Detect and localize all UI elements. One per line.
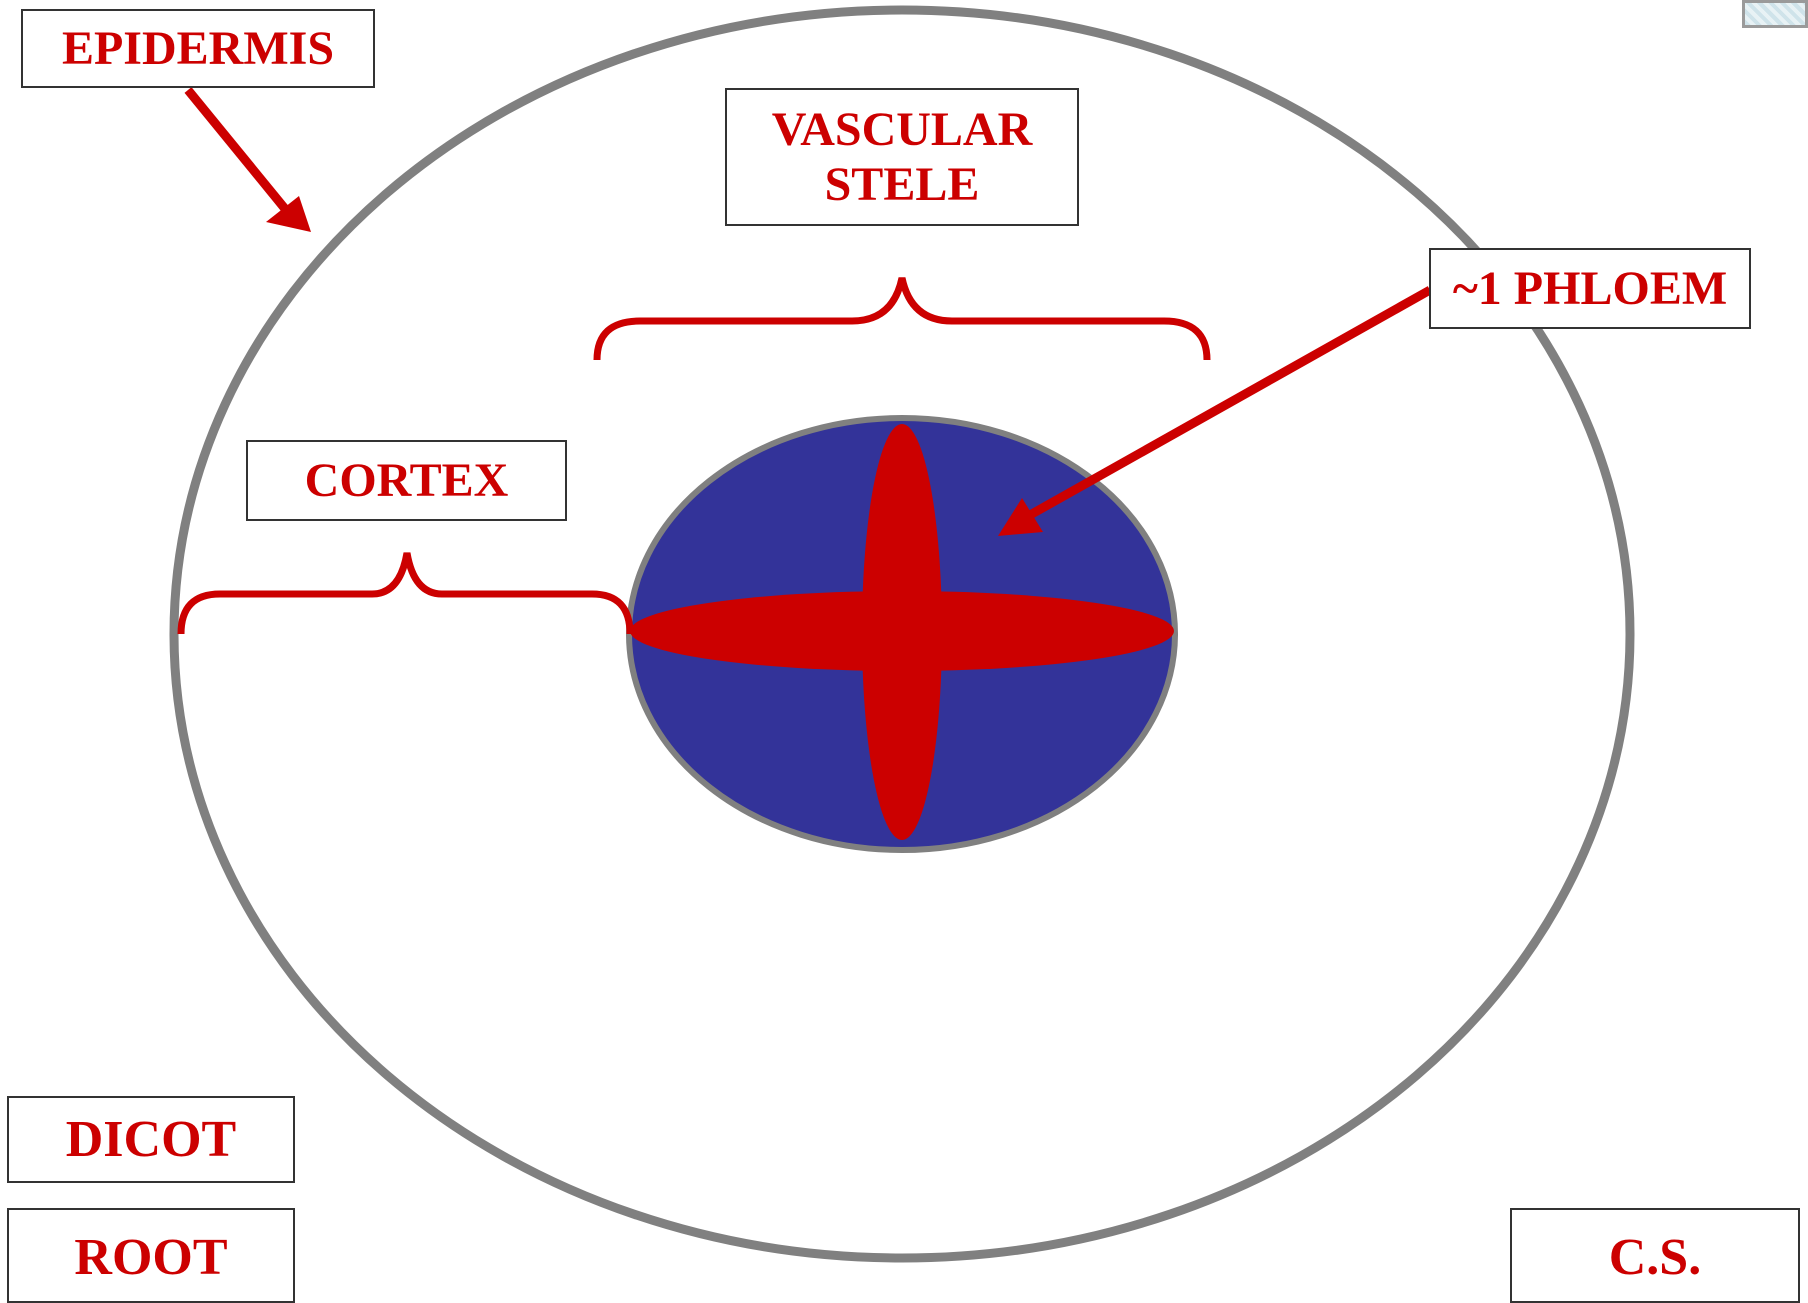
vascular-stele-label-line2: STELE [825, 157, 980, 212]
root-label-text: ROOT [74, 1228, 227, 1288]
epidermis-label-text: EPIDERMIS [62, 21, 334, 76]
epidermis-label: EPIDERMIS [21, 9, 375, 88]
cross-section-label-text: C.S. [1609, 1228, 1701, 1288]
vascular-stele-brace [597, 278, 1207, 360]
dicot-label-text: DICOT [66, 1110, 236, 1170]
dicot-label: DICOT [7, 1096, 295, 1183]
cortex-brace [181, 553, 630, 634]
epidermis-arrow-head [266, 196, 311, 232]
root-label: ROOT [7, 1208, 295, 1303]
slide-thumbnail-icon [1742, 0, 1808, 28]
phloem-label-text: ~1 PHLOEM [1453, 261, 1727, 316]
vascular-stele-label-line1: VASCULAR [772, 102, 1033, 157]
cross-section-label: C.S. [1510, 1208, 1800, 1303]
vascular-stele-label: VASCULAR STELE [725, 88, 1079, 226]
cortex-label: CORTEX [246, 440, 567, 521]
cortex-label-text: CORTEX [305, 453, 509, 508]
xylem-arm-vertical [862, 424, 942, 840]
phloem-label: ~1 PHLOEM [1429, 248, 1751, 329]
epidermis-arrow-shaft [188, 90, 286, 210]
